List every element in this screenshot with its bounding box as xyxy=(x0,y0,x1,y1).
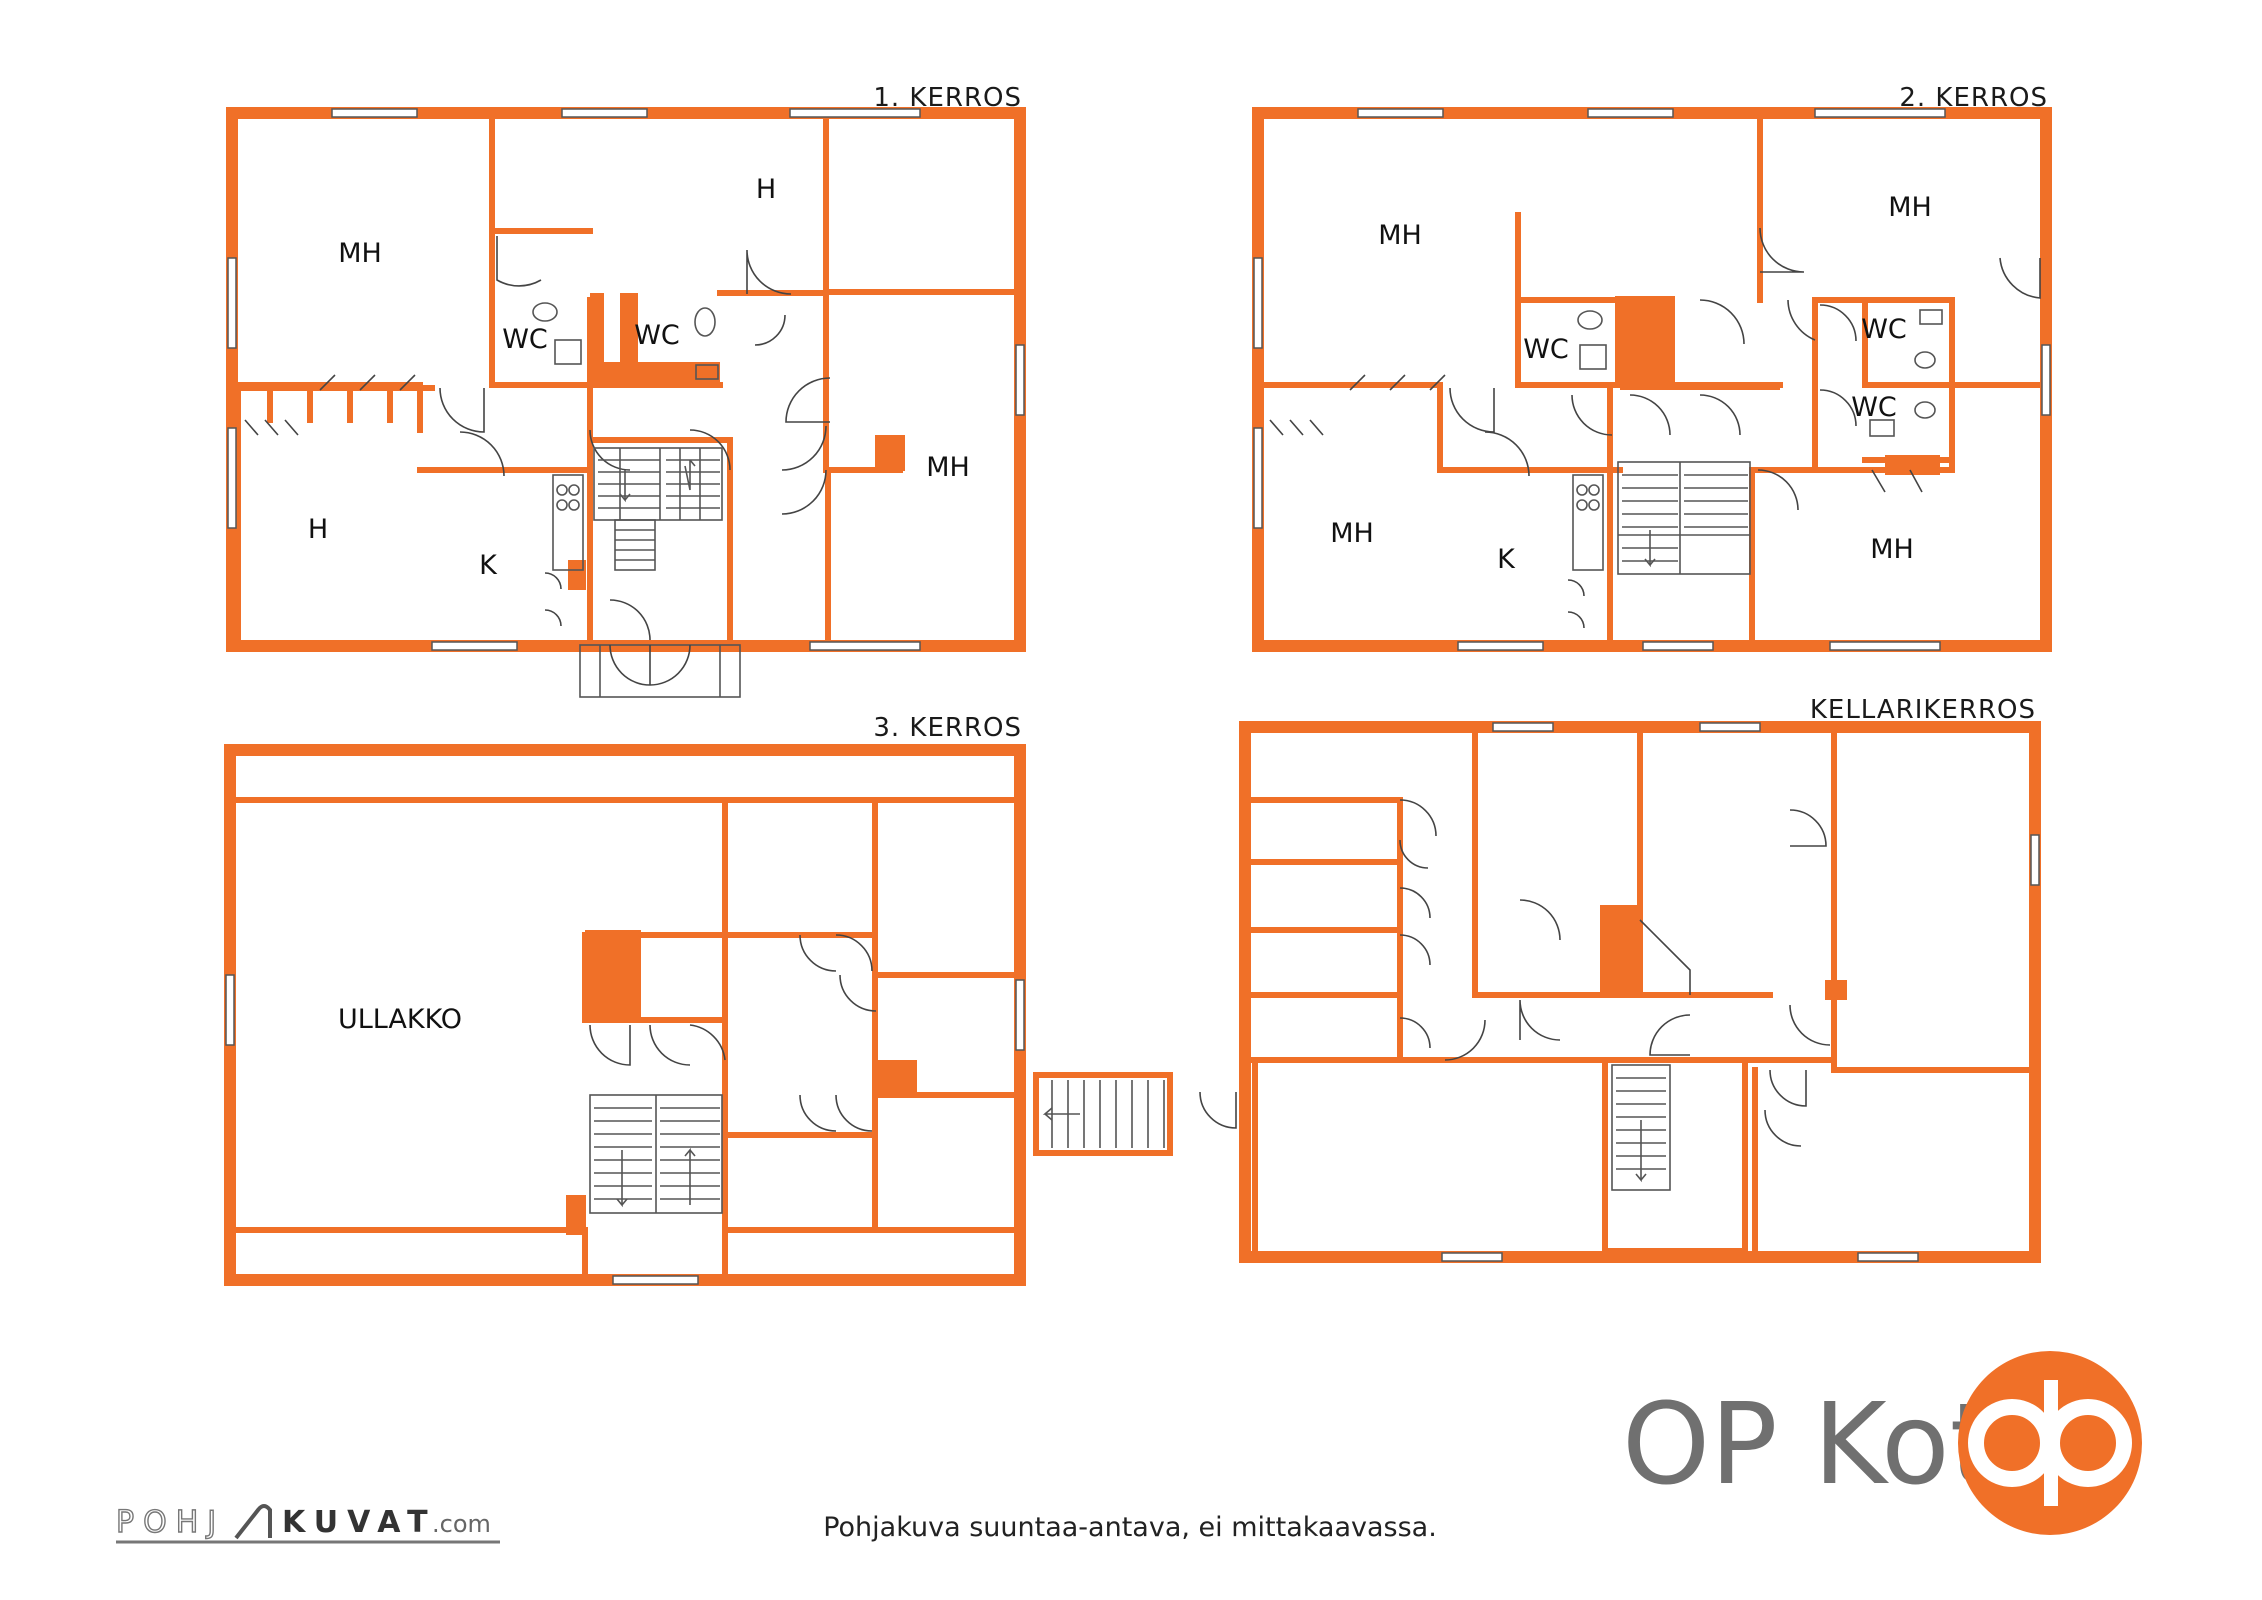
room-label: MH xyxy=(338,238,382,269)
room-label: WC xyxy=(634,320,680,351)
room-label: WC xyxy=(1861,314,1907,345)
room-label: MH xyxy=(1378,220,1422,251)
floor-plan-3: 3. KERROS ULLAKKO xyxy=(224,713,1026,1286)
brand-name: OP Koti xyxy=(1622,1380,2025,1510)
plan-title: KELLARIKERROS xyxy=(1810,695,2036,725)
room-label: ULLAKKO xyxy=(338,1004,462,1035)
room-label: H xyxy=(756,174,776,205)
credit-right: KUVAT xyxy=(282,1505,437,1540)
pohjakuvat-logo: POHJ KUVAT .com xyxy=(115,1504,500,1544)
room-label: WC xyxy=(1851,392,1897,423)
room-label: MH xyxy=(1870,534,1914,565)
floor-plan-2: 2. KERROS xyxy=(1252,83,2052,652)
disclaimer-text: Pohjakuva suuntaa-antava, ei mittakaavas… xyxy=(823,1512,1437,1543)
floor-plan-basement: KELLARIKERROS xyxy=(1033,695,2041,1263)
credit-domain: .com xyxy=(432,1510,491,1538)
room-label: WC xyxy=(1523,334,1569,365)
room-label: H xyxy=(308,514,328,545)
room-label: K xyxy=(1497,544,1516,575)
credit-left: POHJ xyxy=(116,1505,225,1540)
footer: Pohjakuva suuntaa-antava, ei mittakaavas… xyxy=(115,1351,2142,1544)
room-label: MH xyxy=(1330,518,1374,549)
room-label: K xyxy=(479,550,498,581)
op-logo-icon xyxy=(1958,1351,2142,1535)
room-label: MH xyxy=(1888,192,1932,223)
room-label: MH xyxy=(926,452,970,483)
floor-plan-1: 1. KERROS xyxy=(226,83,1026,698)
plan-title: 3. KERROS xyxy=(873,713,1022,743)
room-label: WC xyxy=(502,324,548,355)
